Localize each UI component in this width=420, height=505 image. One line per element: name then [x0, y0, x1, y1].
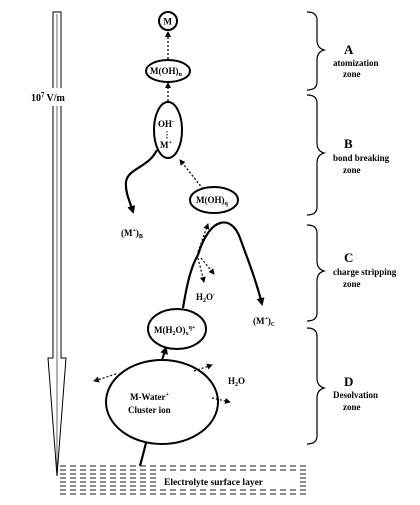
zone-b-label: B bond breaking zone: [333, 136, 390, 175]
water-minus-label: H2O-: [196, 292, 215, 304]
zone-a-label: A atomization zone: [333, 42, 379, 79]
svg-text:atomization: atomization: [333, 58, 379, 68]
bond-breaking-complex: OH- M+: [153, 101, 183, 159]
ion-c-label: (M+)C: [253, 316, 275, 328]
brace-d: [306, 327, 327, 445]
svg-text:Desolvation: Desolvation: [333, 390, 378, 400]
svg-text:Cluster ion: Cluster ion: [128, 405, 171, 415]
field-arrow: [28, 11, 86, 477]
svg-text:bond breaking: bond breaking: [333, 153, 390, 163]
svg-text:M+: M+: [160, 140, 173, 150]
svg-text:M-Water+: M-Water+: [130, 392, 169, 402]
cluster-ion: M-Water+ Cluster ion: [105, 359, 219, 467]
zone-c-label: C charge stripping zone: [333, 250, 397, 289]
water-label: H2O: [228, 376, 245, 388]
svg-text:charge stripping: charge stripping: [333, 267, 397, 277]
svg-text:C: C: [344, 250, 353, 265]
zone-d-label: D Desolvation zone: [333, 374, 378, 412]
stripping-arrows: [197, 257, 215, 283]
ion-b-label: (M+)B: [121, 228, 143, 240]
svg-text:M(H2O)xq+: M(H2O)xq+: [154, 325, 196, 337]
arrow-to-ion-c: [196, 221, 265, 306]
hydrated-ion: M(H2O)xq+: [147, 308, 207, 350]
svg-text:M(OH)n: M(OH)n: [150, 66, 183, 78]
zone-braces: [306, 11, 327, 445]
svg-text:zone: zone: [343, 69, 361, 79]
brace-c: [306, 224, 327, 322]
svg-text:M(OH)q: M(OH)q: [196, 195, 229, 207]
svg-text:B: B: [344, 136, 353, 151]
arrow-to-ion-b: [124, 149, 158, 214]
electrolyte-surface: Electrolyte surface layer: [60, 463, 310, 497]
svg-text:zone: zone: [343, 402, 361, 412]
svg-text:OH-: OH-: [158, 119, 174, 129]
desolvation-arrows: [93, 363, 231, 404]
svg-text:D: D: [344, 374, 353, 389]
hydroxide-a: M(OH)n: [145, 59, 191, 83]
path-charge-stripping: [181, 254, 199, 309]
svg-text:M: M: [164, 17, 173, 27]
brace-a: [306, 11, 327, 91]
atom: M: [158, 11, 178, 31]
hydroxide-b: M(OH)q: [189, 186, 239, 214]
arrow-to-bond-breaking: [179, 159, 204, 190]
svg-text:zone: zone: [343, 279, 361, 289]
svg-text:A: A: [344, 42, 354, 57]
brace-b: [306, 94, 327, 216]
svg-text:zone: zone: [343, 165, 361, 175]
arrow-cluster-to-hydrated: [160, 346, 168, 361]
surface-label: Electrolyte surface layer: [164, 478, 264, 488]
